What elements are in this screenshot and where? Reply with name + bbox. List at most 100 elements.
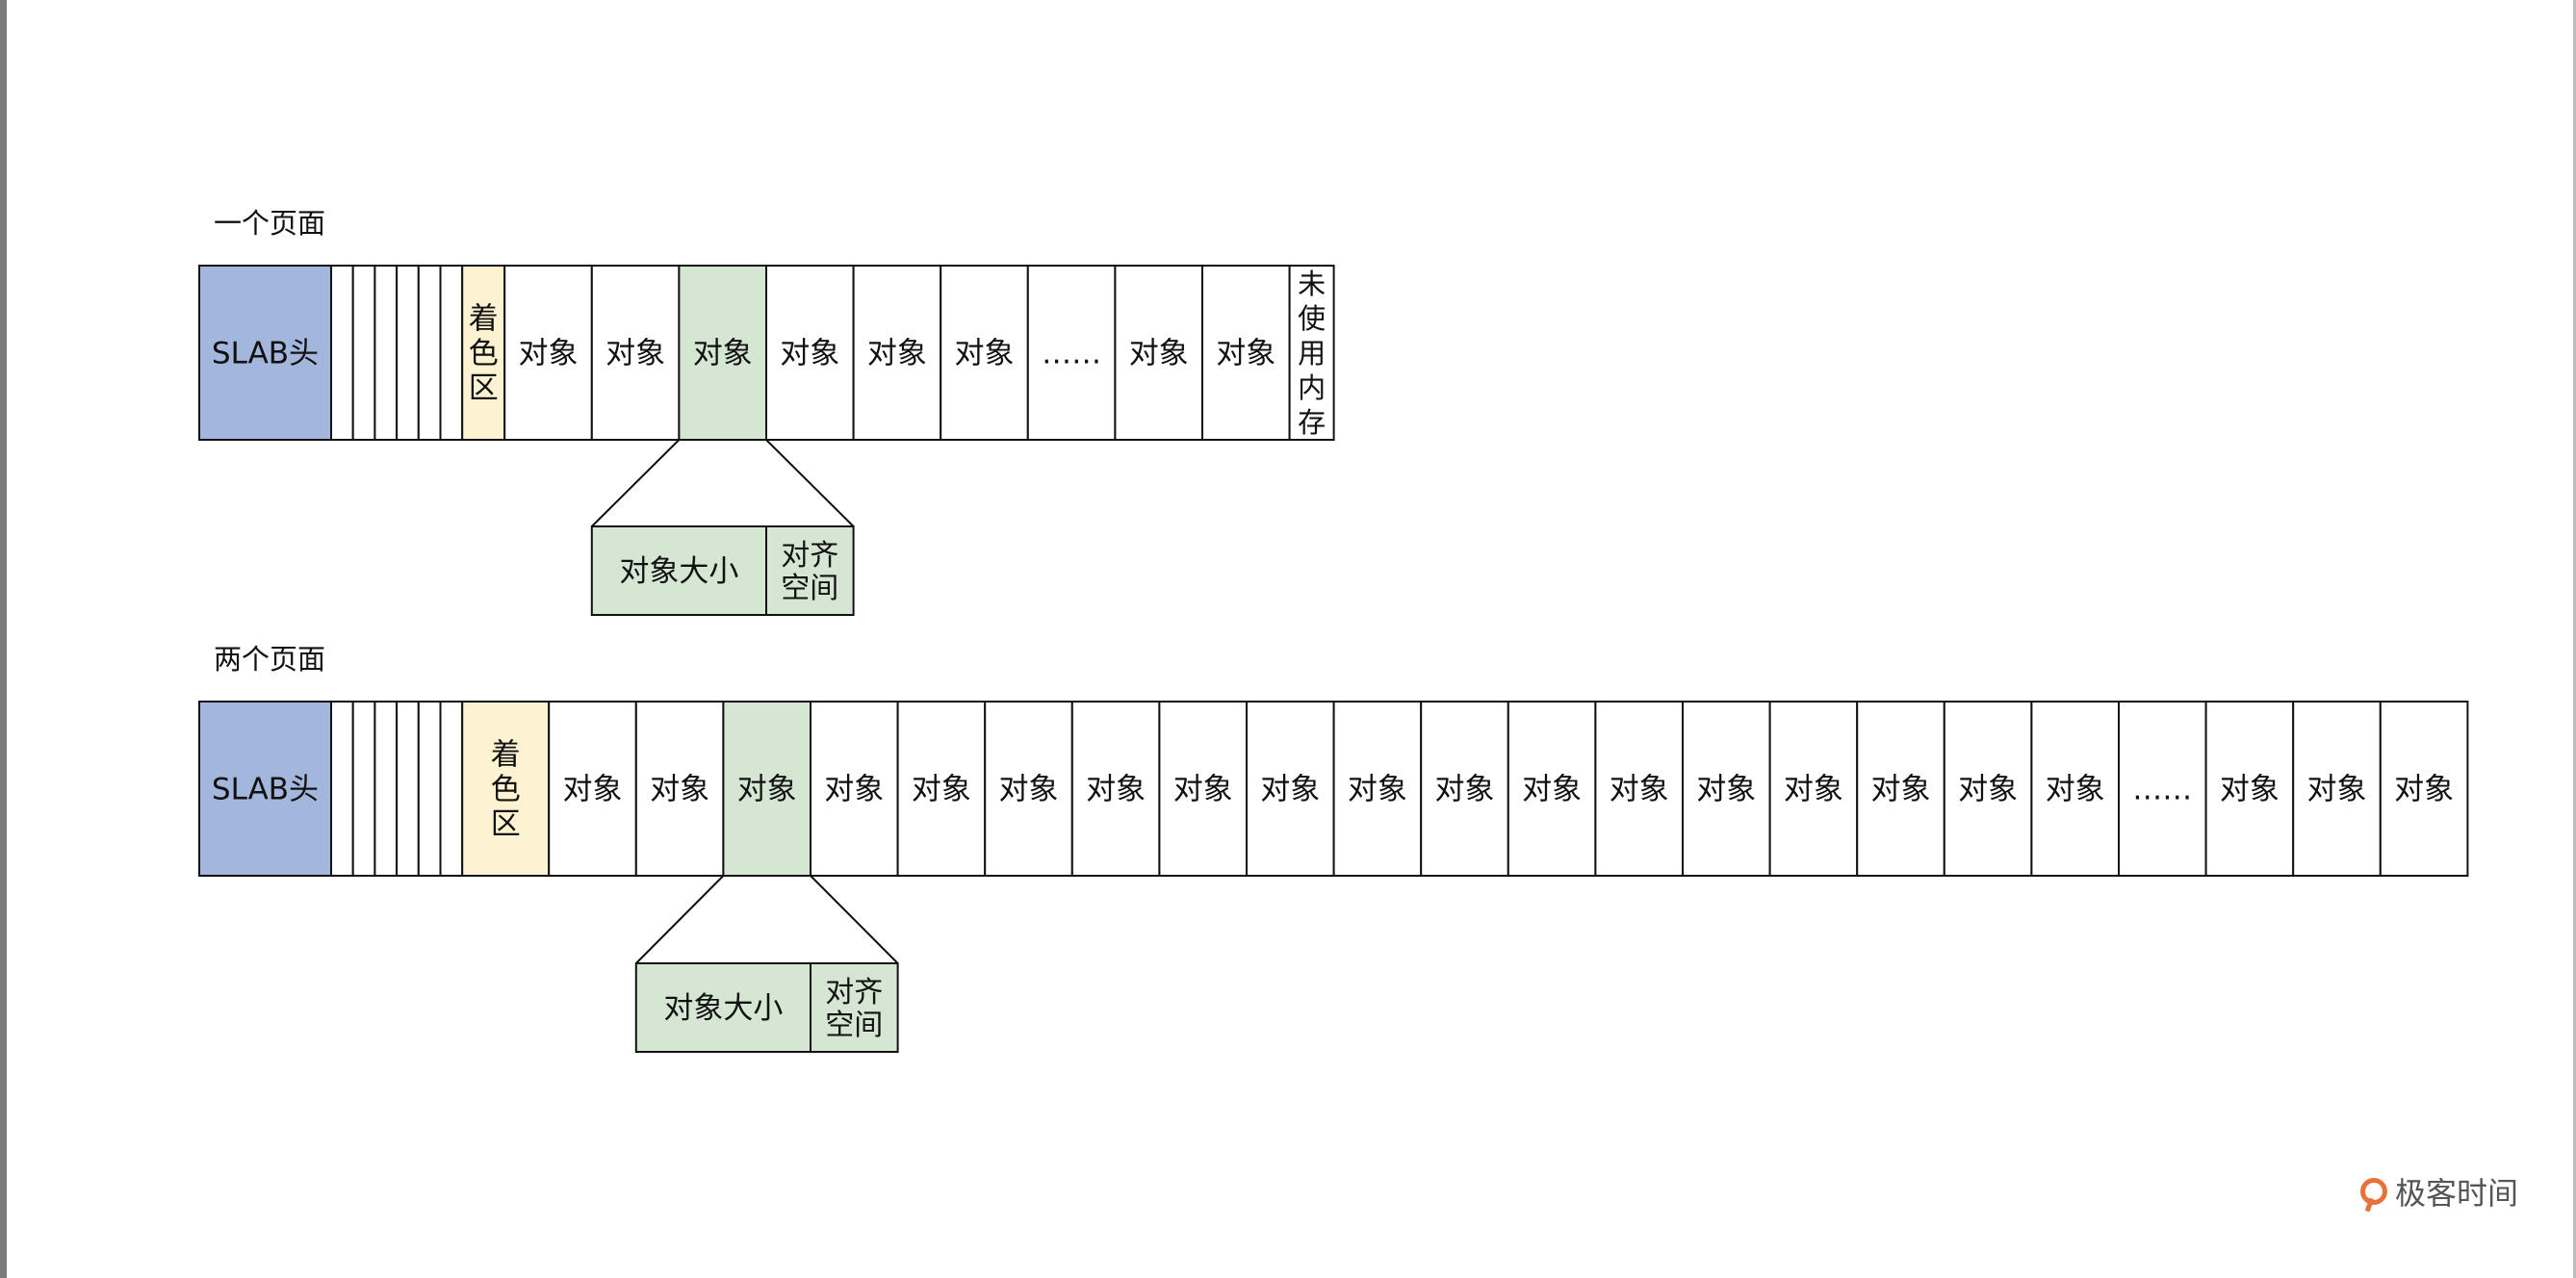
row1-unused-memory [1288, 265, 1335, 441]
row1-slot-strip [439, 265, 464, 441]
row2-object-cell [1158, 701, 1249, 877]
row2-color-zone-label: 着色区 [491, 738, 521, 842]
row1-object-cell [1114, 265, 1204, 441]
row2-object-cell [1070, 701, 1161, 877]
row1-slot-strip [417, 265, 442, 441]
row1-object-cell [765, 265, 855, 441]
row1-object-cell [940, 265, 1029, 441]
row2-object-cell [1420, 701, 1509, 877]
row1-unused-memory-label: 未使用内存 [1298, 268, 1326, 439]
row2-object-size-label: 对象大小 [663, 991, 783, 1026]
row2-object-label: 对象 [1086, 773, 1146, 807]
row1-object-label: 对象 [780, 337, 839, 371]
row2-slot-strip [417, 701, 442, 877]
row2-object-cell [1332, 701, 1423, 877]
row1-zoom-line-right [765, 439, 855, 527]
row1-color-zone-label: 着色区 [469, 302, 499, 406]
row2-object-label: 对象 [2046, 773, 2105, 807]
row2-object-cell [1856, 701, 1945, 877]
row2-slot-strip [439, 701, 464, 877]
row2-object-label: 对象 [650, 773, 709, 807]
row1-alignment-label: 对齐空间 [781, 539, 838, 605]
row1-object-cell [503, 265, 593, 441]
row2-title: 两个页面 [214, 643, 326, 676]
row2-slot-strip [330, 701, 354, 877]
row1-alignment-box [765, 525, 855, 616]
row1-color-zone [461, 265, 506, 441]
row2-object-cell [548, 701, 637, 877]
row2-object-cell [2292, 701, 2382, 877]
row2-color-zone [461, 701, 551, 877]
row1-object-cell [1201, 265, 1291, 441]
row1-object-label: 对象 [519, 337, 579, 371]
row2-object-label: 对象 [1348, 773, 1407, 807]
row2-object-label: 对象 [1173, 773, 1233, 807]
row1-object-label: 对象 [693, 337, 753, 371]
row2-zoom-line-right [810, 875, 899, 964]
row1-object-label: 对象 [605, 337, 665, 371]
row2-object-label: 对象 [1610, 773, 1669, 807]
row1-object-size-box [590, 525, 767, 616]
row1-slot-strip [351, 265, 376, 441]
row2-object-cell [634, 701, 725, 877]
row2-object-cell [810, 701, 899, 877]
row2-object-label: 对象 [2307, 773, 2367, 807]
row1-object-label: 对象 [867, 337, 927, 371]
row2-object-label: 对象 [1958, 773, 2018, 807]
row1-slot-strip [330, 265, 354, 441]
row2-object-cell [2030, 701, 2120, 877]
row2-slot-strip [351, 701, 376, 877]
row2-object-label: 对象 [563, 773, 623, 807]
row1-object-size-label: 对象大小 [619, 554, 738, 589]
row1-object-label: 对象 [1216, 337, 1275, 371]
row2-object-label: 对象 [1696, 773, 1756, 807]
row2-slot-strip [374, 701, 399, 877]
row1-object-cell [852, 265, 942, 441]
row2-object-cell [1943, 701, 2033, 877]
row1-object-label: 对象 [1129, 337, 1189, 371]
logo-icon [2360, 1178, 2387, 1205]
row1-slot-strip [374, 265, 399, 441]
row2-highlight-object [722, 701, 812, 877]
row2-object-size-box [634, 962, 811, 1053]
row2-object-label: 对象 [2394, 773, 2454, 807]
row2-object-label: 对象 [1522, 773, 1582, 807]
row2-object-label: 对象 [1260, 773, 1320, 807]
row2-object-label: 对象 [912, 773, 971, 807]
row2-object-label: …… [2132, 773, 2192, 807]
row2-object-label: 对象 [824, 773, 884, 807]
row1-object-label: …… [1042, 337, 1101, 371]
row2-object-cell [1246, 701, 1335, 877]
window-border-right [2573, 0, 2576, 1278]
row1-zoom-line-left [591, 439, 681, 527]
brand-logo: 极客时间 [2360, 1169, 2518, 1214]
row2-alignment-label: 对齐空间 [825, 976, 883, 1042]
row2-object-cell [2118, 701, 2207, 877]
row1-slot-strip [396, 265, 420, 441]
row1-object-label: 对象 [955, 337, 1015, 371]
row2-object-label: 对象 [1871, 773, 1931, 807]
row2-object-label: 对象 [2220, 773, 2280, 807]
row2-object-cell [2379, 701, 2469, 877]
row2-object-label: 对象 [1435, 773, 1495, 807]
window-border-left [0, 0, 7, 1278]
row2-object-cell [1682, 701, 1771, 877]
row2-object-cell [1768, 701, 1859, 877]
row2-zoom-line-left [635, 875, 725, 964]
row2-slot-strip [396, 701, 420, 877]
row2-alignment-box [810, 962, 899, 1053]
row2-object-cell [1507, 701, 1597, 877]
row2-slab-header [198, 701, 332, 877]
row2-object-cell [2204, 701, 2295, 877]
row2-slab-header-label: SLAB头 [212, 773, 319, 807]
row2-object-cell [984, 701, 1073, 877]
row2-object-cell [896, 701, 987, 877]
row1-title: 一个页面 [214, 207, 326, 240]
row2-object-label: 对象 [1784, 773, 1843, 807]
row1-slab-header-label: SLAB头 [212, 337, 319, 371]
row2-object-label: 对象 [999, 773, 1059, 807]
row2-object-label: 对象 [737, 773, 797, 807]
row1-highlight-object [678, 265, 768, 441]
logo-text: 极客时间 [2395, 1175, 2519, 1212]
